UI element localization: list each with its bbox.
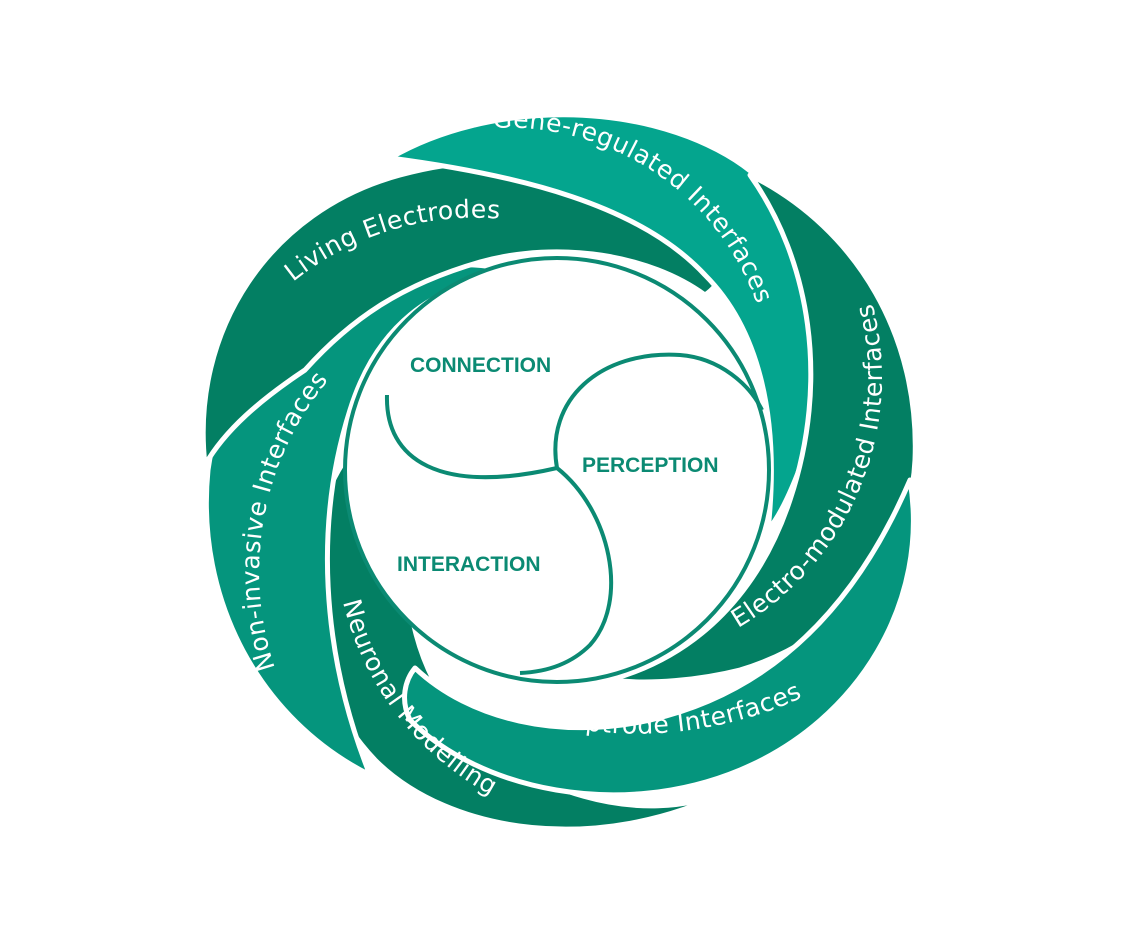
core-divider-interaction	[519, 466, 613, 675]
segment-optrode-interfaces	[402, 477, 916, 798]
core-divider-perception	[553, 352, 764, 469]
core-label-perception: PERCEPTION	[582, 454, 719, 477]
core-label-interaction: INTERACTION	[397, 553, 541, 576]
segment-electro-modulated-interfaces	[607, 172, 918, 685]
pinwheel-blades	[200, 112, 918, 832]
core-label-connection: CONNECTION	[410, 354, 551, 377]
core-circle-group: CONNECTION PERCEPTION INTERACTION	[343, 256, 771, 684]
core-divider-connection	[384, 394, 558, 480]
